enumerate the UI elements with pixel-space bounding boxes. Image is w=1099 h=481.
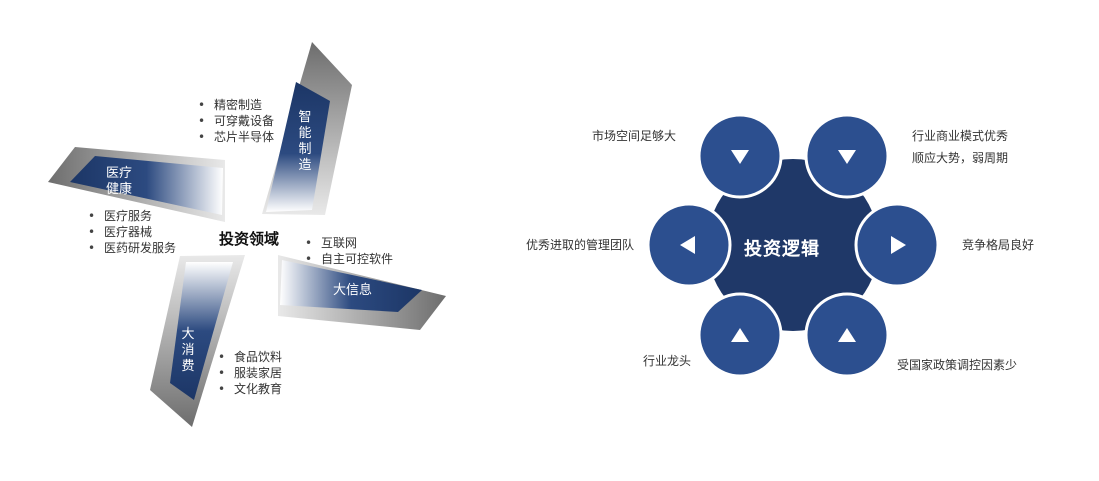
petal-label-smart-manufacturing: 智能制造 <box>298 110 312 173</box>
satellite-right <box>854 202 940 288</box>
satellite-top-right <box>804 113 890 199</box>
petal-smart-manufacturing <box>262 42 352 215</box>
list-item: 食品饮料 <box>218 349 282 365</box>
satellite-bottom-right <box>804 292 890 378</box>
satellite-text-competition: 竞争格局良好 <box>962 238 1035 252</box>
healthcare-list: 医疗服务 医疗器械 医药研发服务 <box>88 208 176 256</box>
list-item: 医疗服务 <box>88 208 176 224</box>
big-information-list: 互联网 自主可控软件 <box>305 235 393 267</box>
list-item: 芯片半导体 <box>198 129 274 145</box>
satellite-text-market-space: 市场空间足够大 <box>592 129 677 143</box>
petal-healthcare <box>48 147 225 222</box>
satellite-top-left <box>697 113 783 199</box>
triangle-up-icon <box>838 328 856 342</box>
satellite-bottom-left <box>697 292 783 378</box>
investment-logic-title: 投资逻辑 <box>744 239 820 260</box>
satellite-left <box>646 202 732 288</box>
triangle-down-icon <box>731 150 749 164</box>
triangle-left-icon <box>680 236 695 254</box>
satellite-text-management-team: 优秀进取的管理团队 <box>526 238 635 252</box>
satellite-text-business-model-2: 顺应大势，弱周期 <box>912 151 1009 165</box>
list-item: 文化教育 <box>218 381 282 397</box>
list-item: 医疗器械 <box>88 224 176 240</box>
list-item: 互联网 <box>305 235 393 251</box>
list-item: 自主可控软件 <box>305 251 393 267</box>
list-item: 可穿戴设备 <box>198 113 274 129</box>
petal-label-healthcare: 医疗健康 <box>106 166 133 197</box>
hub-circle <box>707 159 879 331</box>
big-consumption-list: 食品饮料 服装家居 文化教育 <box>218 349 282 397</box>
satellite-text-business-model: 行业商业模式优秀 <box>912 129 1009 143</box>
satellite-text-industry-leader: 行业龙头 <box>643 354 692 368</box>
petal-label-big-consumption: 大消费 <box>181 327 195 374</box>
triangle-down-icon <box>838 150 856 164</box>
satellite-text-policy: 受国家政策调控因素少 <box>897 358 1018 372</box>
triangle-up-icon <box>731 328 749 342</box>
list-item: 医药研发服务 <box>88 240 176 256</box>
list-item: 精密制造 <box>198 97 274 113</box>
petal-big-consumption <box>150 255 245 427</box>
list-item: 服装家居 <box>218 365 282 381</box>
investment-fields-title: 投资领域 <box>219 230 280 248</box>
triangle-right-icon <box>891 236 906 254</box>
smart-manufacturing-list: 精密制造 可穿戴设备 芯片半导体 <box>198 97 274 145</box>
petal-label-big-information: 大信息 <box>333 283 373 298</box>
petal-big-information <box>278 255 446 330</box>
